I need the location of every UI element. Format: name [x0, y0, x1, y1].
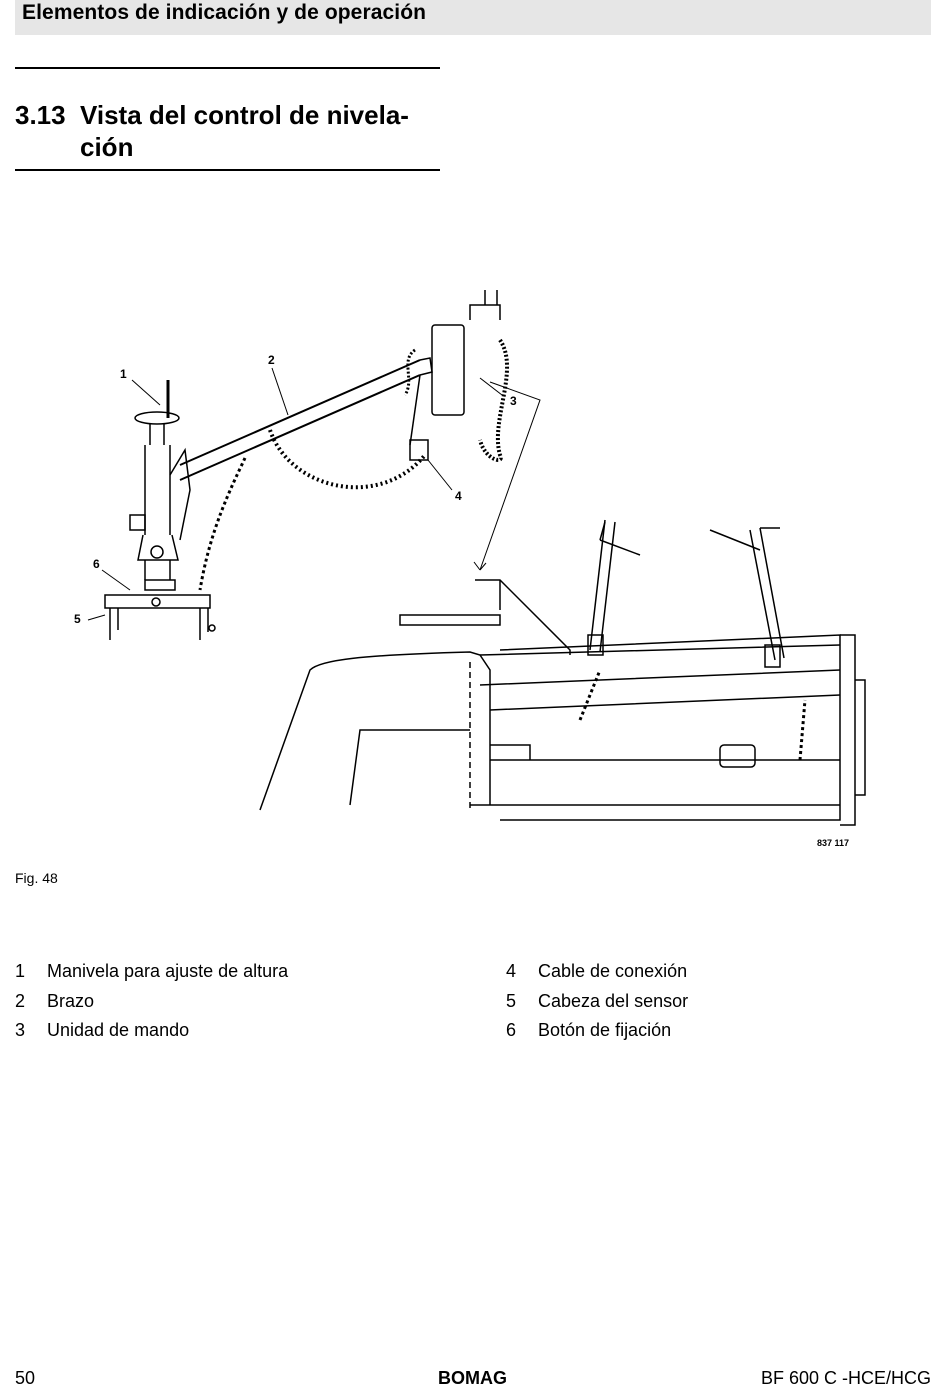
legend-text: Brazo	[47, 991, 95, 1011]
column-drawing	[129, 380, 191, 580]
section-rule-top	[15, 67, 440, 69]
callout-3: 3	[510, 394, 517, 408]
callout-6: 6	[93, 557, 100, 571]
callout-2: 2	[268, 353, 275, 367]
figure-caption: Fig. 48	[15, 870, 58, 886]
callout-4: 4	[455, 489, 462, 503]
legend-number: 3	[15, 1020, 26, 1040]
drawing-number: 837 117	[817, 838, 849, 848]
callout-1: 1	[120, 367, 127, 381]
header-title: Elementos de indicación y de operación	[22, 1, 427, 24]
section-number: 3.13	[15, 100, 66, 130]
callout-5: 5	[74, 612, 81, 626]
figure-leveling-control: 1 2 3 4 6 5 837 117	[60, 290, 890, 850]
legend-number: 2	[15, 991, 26, 1011]
footer-page-number: 50	[15, 1368, 36, 1388]
leveling-handles-drawing	[578, 519, 807, 761]
legend-number: 5	[506, 991, 517, 1011]
section-title: Vista del control de nivela-ción	[80, 100, 409, 162]
legend-number: 1	[15, 961, 26, 981]
header-bar	[15, 0, 931, 35]
legend-text: Manivela para ajuste de altura	[47, 961, 289, 981]
legend-text: Unidad de mando	[47, 1020, 190, 1040]
footer-brand: BOMAG	[438, 1368, 507, 1388]
arm-drawing	[179, 357, 433, 591]
legend-number: 6	[506, 1020, 517, 1040]
legend-number: 4	[506, 961, 517, 981]
legend-text: Cabeza del sensor	[538, 991, 689, 1011]
legend-text: Cable de conexión	[538, 961, 688, 981]
footer-model: BF 600 C -HCE/HCG	[760, 1368, 931, 1388]
screed-drawing	[259, 579, 866, 826]
section-rule-bottom	[15, 169, 440, 171]
control-unit-drawing	[403, 290, 510, 462]
sensor-head-drawing	[104, 579, 216, 640]
callout-leaders	[87, 367, 541, 621]
legend-text: Botón de fijación	[538, 1020, 672, 1040]
